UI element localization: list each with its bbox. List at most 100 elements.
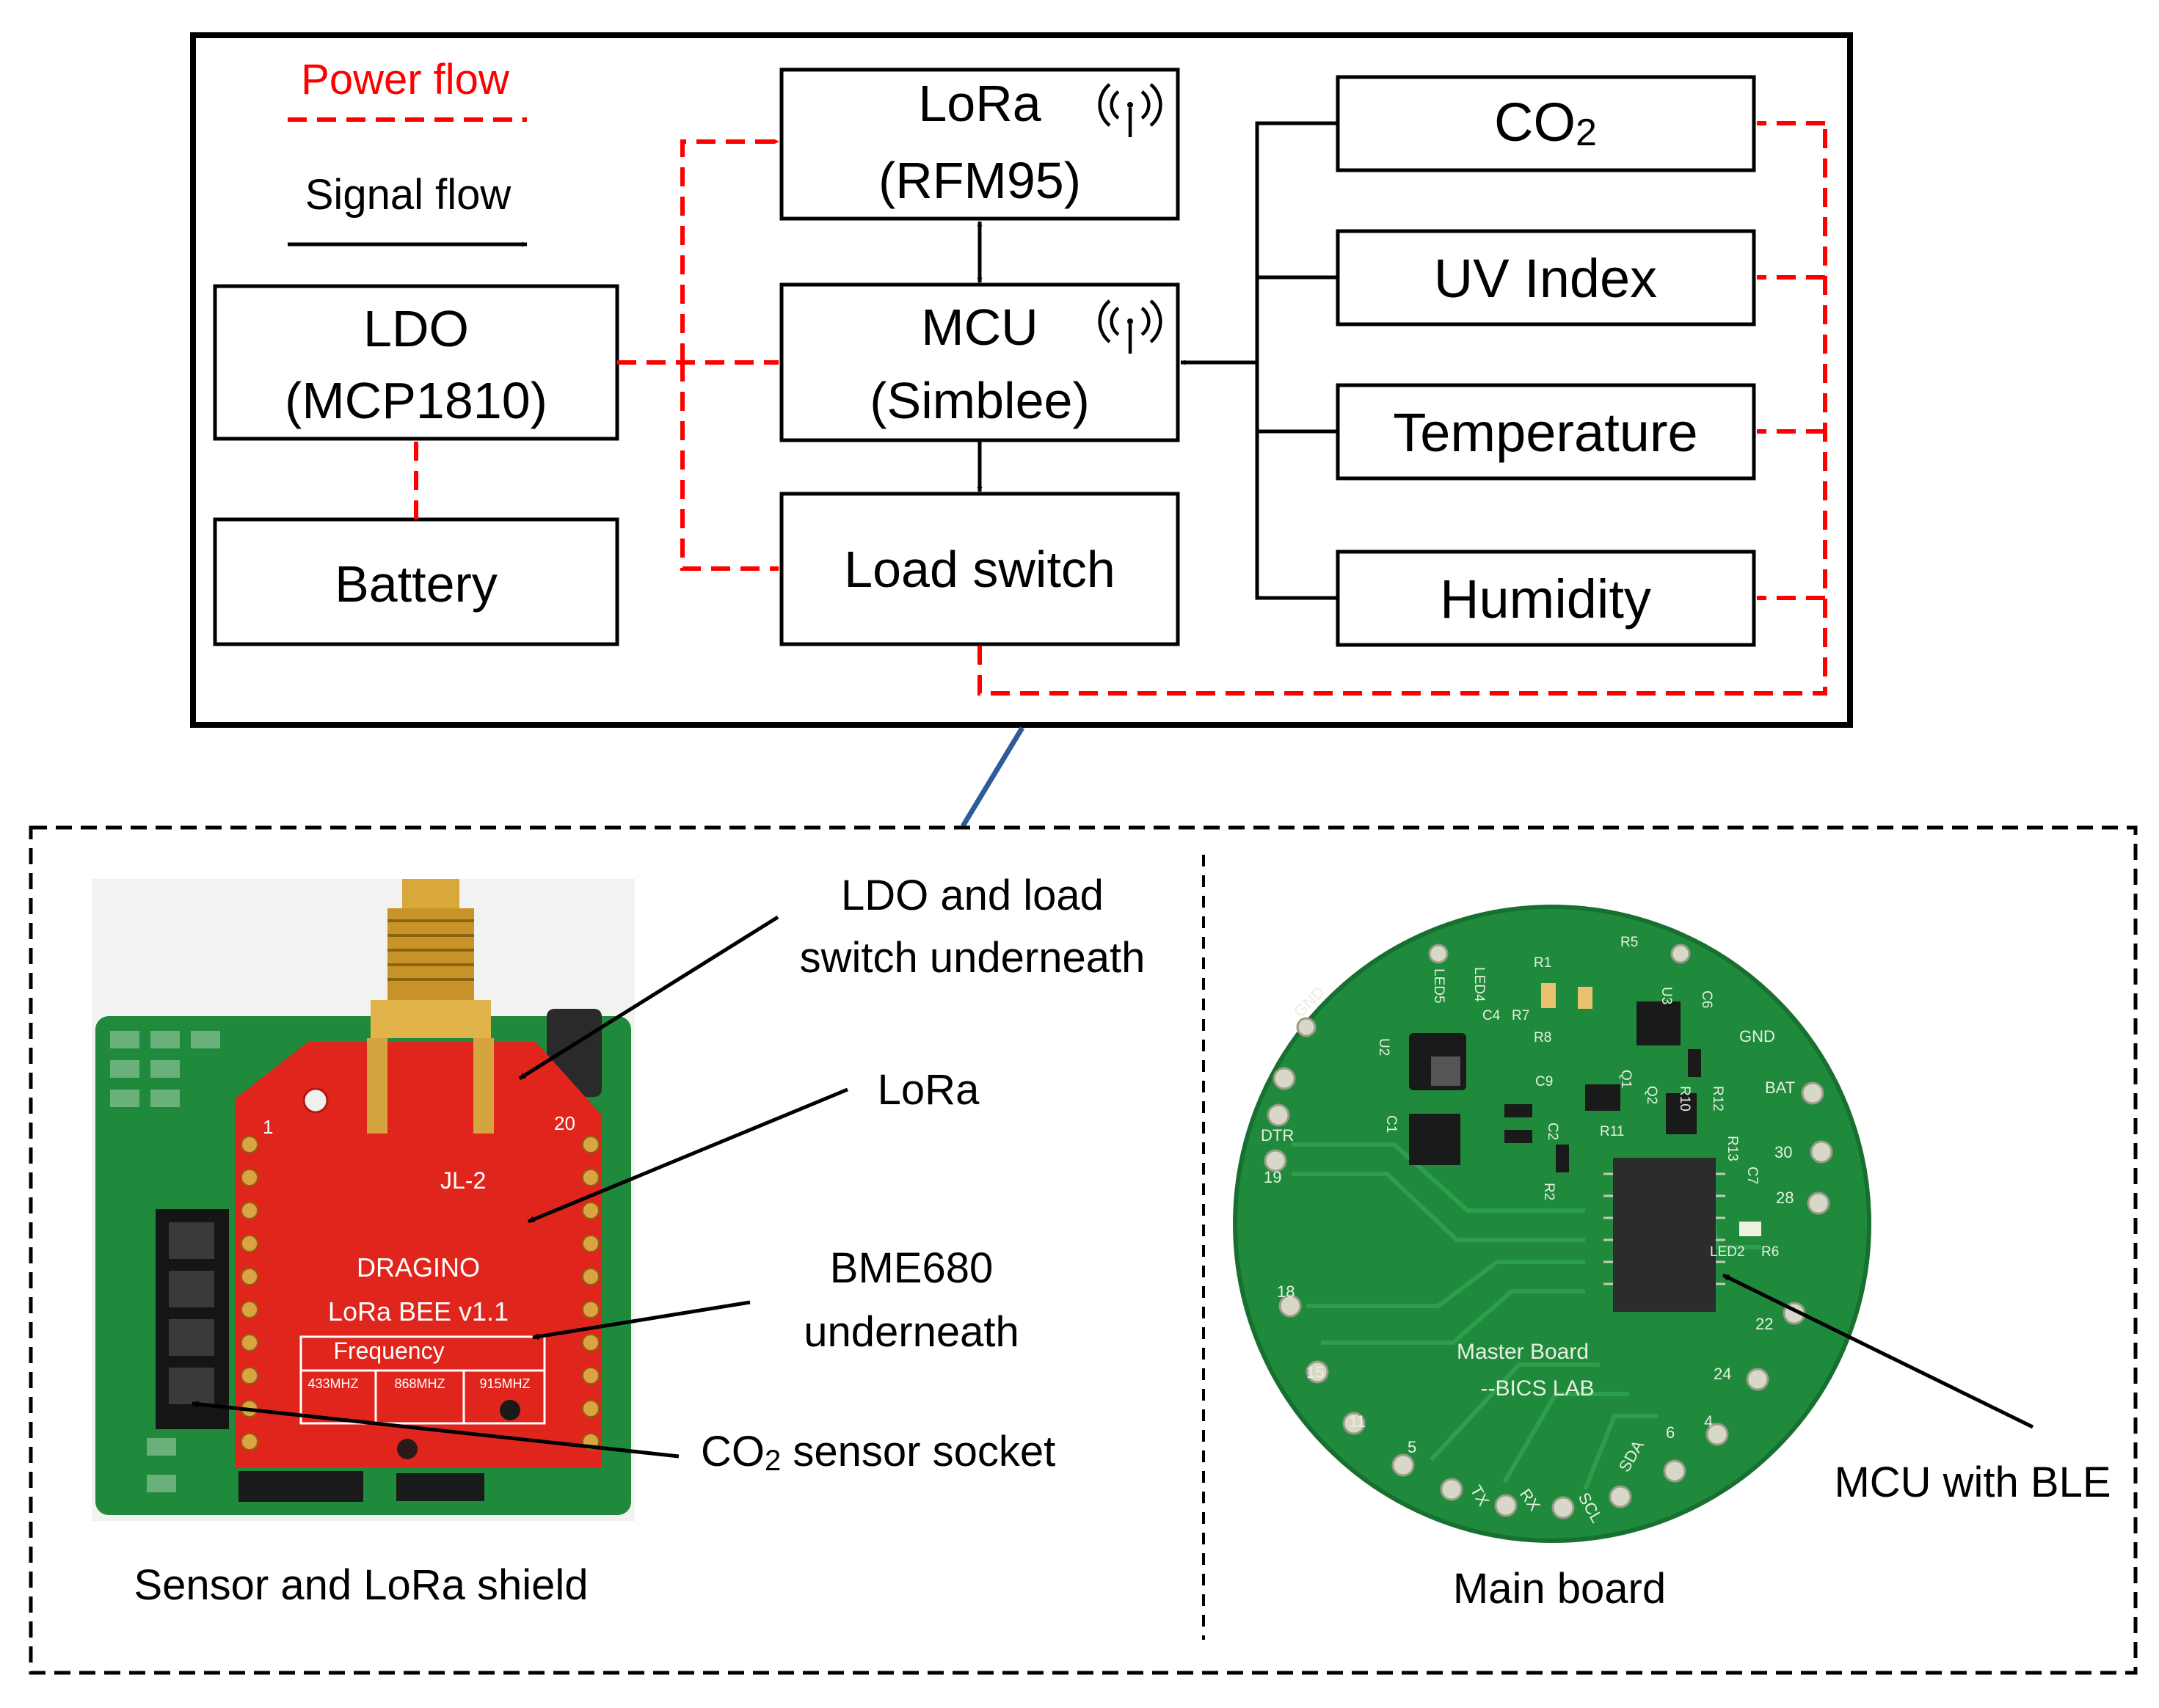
chip-u3 xyxy=(1636,1001,1681,1045)
chip-u2 xyxy=(1409,1114,1460,1165)
silk-part-label: R10 xyxy=(1677,1086,1692,1112)
block-humidity-label: Humidity xyxy=(1440,569,1651,629)
photo-panel-frame xyxy=(29,825,2138,1675)
block-co2: CO2 xyxy=(1336,75,1756,172)
block-temperature-label: Temperature xyxy=(1393,402,1697,463)
photo-panel: 1 20 JL-2 DRAGINO LoRa BEE v1.1 Frequenc… xyxy=(29,825,2138,1675)
block-uv-index: UV Index xyxy=(1336,229,1756,326)
silk-pin-label: 5 xyxy=(1408,1438,1416,1456)
silk-model: LoRa BEE v1.1 xyxy=(328,1296,509,1326)
silk-part-label: R8 xyxy=(1534,1030,1551,1045)
block-mcu-part: (Simblee) xyxy=(870,372,1090,429)
silk-freq-433: 433MHZ xyxy=(307,1376,358,1391)
silk-pin-label: GND xyxy=(1739,1027,1775,1045)
caption-shield: Sensor and LoRa shield xyxy=(134,1561,588,1609)
block-diagram: Power flow Signal flow LoRa (RFM95) MCU … xyxy=(190,32,1853,728)
block-lora-part: (RFM95) xyxy=(878,152,1081,209)
antenna-icon xyxy=(1098,299,1162,354)
silk-pin-label: 6 xyxy=(1666,1423,1675,1442)
block-co2-label: CO2 xyxy=(1494,92,1597,154)
silk-pin-label: 4 xyxy=(1704,1412,1713,1431)
annotation-co2-socket: CO2 sensor socket xyxy=(701,1428,1055,1477)
silk-pin-label: 22 xyxy=(1755,1315,1773,1333)
block-mcu: MCU (Simblee) xyxy=(779,282,1180,442)
legend: Power flow Signal flow xyxy=(288,56,528,247)
sma-connector xyxy=(367,879,494,1134)
silk-part-label: R12 xyxy=(1710,1086,1725,1112)
silk-pin-20: 20 xyxy=(554,1112,575,1134)
block-lora-name: LoRa xyxy=(918,75,1041,132)
annotation-co2-arrow xyxy=(192,1401,680,1459)
signal-sensor-bus xyxy=(1255,121,1338,600)
diagram-frame xyxy=(190,32,1853,728)
silk-part-label: LED4 xyxy=(1471,967,1487,1002)
silk-part-label: R11 xyxy=(1600,1124,1624,1139)
annotation-mcu-arrow xyxy=(1722,1273,2034,1429)
mcu-ble-chip xyxy=(1613,1158,1716,1312)
block-load-switch: Load switch xyxy=(779,492,1180,646)
silk-part-label: LED5 xyxy=(1431,968,1446,1004)
annotation-ldo-line2: switch underneath xyxy=(800,934,1146,982)
silk-part-label: C4 xyxy=(1482,1008,1501,1023)
silk-part-label: C6 xyxy=(1699,990,1714,1008)
main-board-annotations: MCU with BLE Main board xyxy=(1453,1273,2111,1613)
block-mcu-name: MCU xyxy=(921,299,1038,356)
block-temperature: Temperature xyxy=(1336,383,1756,481)
silk-pin-label: 28 xyxy=(1776,1189,1794,1207)
annotation-bme-arrow xyxy=(532,1300,751,1340)
silk-pin-label: 30 xyxy=(1774,1143,1792,1161)
signal-flow-lines xyxy=(977,121,1338,600)
silk-pin-label: BAT xyxy=(1765,1079,1795,1097)
silk-part-label: R13 xyxy=(1725,1136,1740,1161)
block-load-switch-label: Load switch xyxy=(844,541,1115,598)
silk-frequency-title: Frequency xyxy=(333,1337,444,1364)
silk-pin-label: DTR xyxy=(1261,1126,1294,1145)
silk-part-label: C9 xyxy=(1535,1074,1553,1090)
silk-master-board: Master Board xyxy=(1457,1340,1589,1364)
annotation-bme-line2: underneath xyxy=(804,1308,1019,1356)
block-ldo: LDO (MCP1810) xyxy=(213,284,619,441)
silk-part-label: LED2 xyxy=(1710,1244,1745,1260)
silk-cert: JL-2 xyxy=(440,1167,486,1194)
silk-part-label: C2 xyxy=(1545,1123,1560,1140)
main-board-pads xyxy=(1264,944,1833,1519)
block-ldo-name: LDO xyxy=(363,300,469,357)
annotation-ldo-line1: LDO and load xyxy=(841,872,1104,919)
silk-part-label: R7 xyxy=(1512,1008,1529,1023)
link-arrow xyxy=(961,726,1024,828)
legend-signal-label: Signal flow xyxy=(305,171,512,219)
silk-part-label: R1 xyxy=(1534,955,1551,971)
silk-part-label: U2 xyxy=(1376,1038,1391,1056)
silk-pin-label: 19 xyxy=(1264,1168,1281,1186)
block-humidity: Humidity xyxy=(1336,550,1756,647)
annotation-bme-line1: BME680 xyxy=(830,1244,993,1292)
block-ldo-part: (MCP1810) xyxy=(285,372,547,429)
legend-power-label: Power flow xyxy=(301,56,510,103)
main-board-pcb xyxy=(1235,907,1869,1541)
main-board-photo: Master Board --BICS LAB GNDDTR191815115T… xyxy=(1233,905,1871,1543)
block-uv-index-label: UV Index xyxy=(1434,248,1657,309)
silk-pin-label: 18 xyxy=(1277,1282,1295,1301)
silk-part-label: U3 xyxy=(1659,987,1674,1004)
silk-part-label: C7 xyxy=(1744,1167,1760,1184)
annotation-ldo-arrow xyxy=(518,915,779,1081)
silk-pin-label: 11 xyxy=(1349,1412,1366,1431)
block-lora: LoRa (RFM95) xyxy=(779,67,1180,221)
silk-part-label: R5 xyxy=(1620,935,1638,950)
antenna-icon xyxy=(1098,83,1162,137)
silk-bics-lab: --BICS LAB xyxy=(1480,1376,1594,1401)
silk-pin-1: 1 xyxy=(263,1116,273,1138)
shield-annotations: LDO and load switch underneath LoRa BME6… xyxy=(134,872,1145,1609)
power-flow-lines xyxy=(413,120,1827,696)
block-battery: Battery xyxy=(213,517,619,646)
annotation-lora: LoRa xyxy=(878,1066,980,1114)
shield-photo: 1 20 JL-2 DRAGINO LoRa BEE v1.1 Frequenc… xyxy=(92,879,635,1521)
silk-freq-915: 915MHZ xyxy=(479,1376,530,1391)
silk-brand: DRAGINO xyxy=(357,1252,480,1282)
annotation-mcu-ble: MCU with BLE xyxy=(1834,1459,2111,1506)
power-ldo-to-load-switch xyxy=(680,362,779,572)
power-ldo-to-lora xyxy=(680,139,779,362)
